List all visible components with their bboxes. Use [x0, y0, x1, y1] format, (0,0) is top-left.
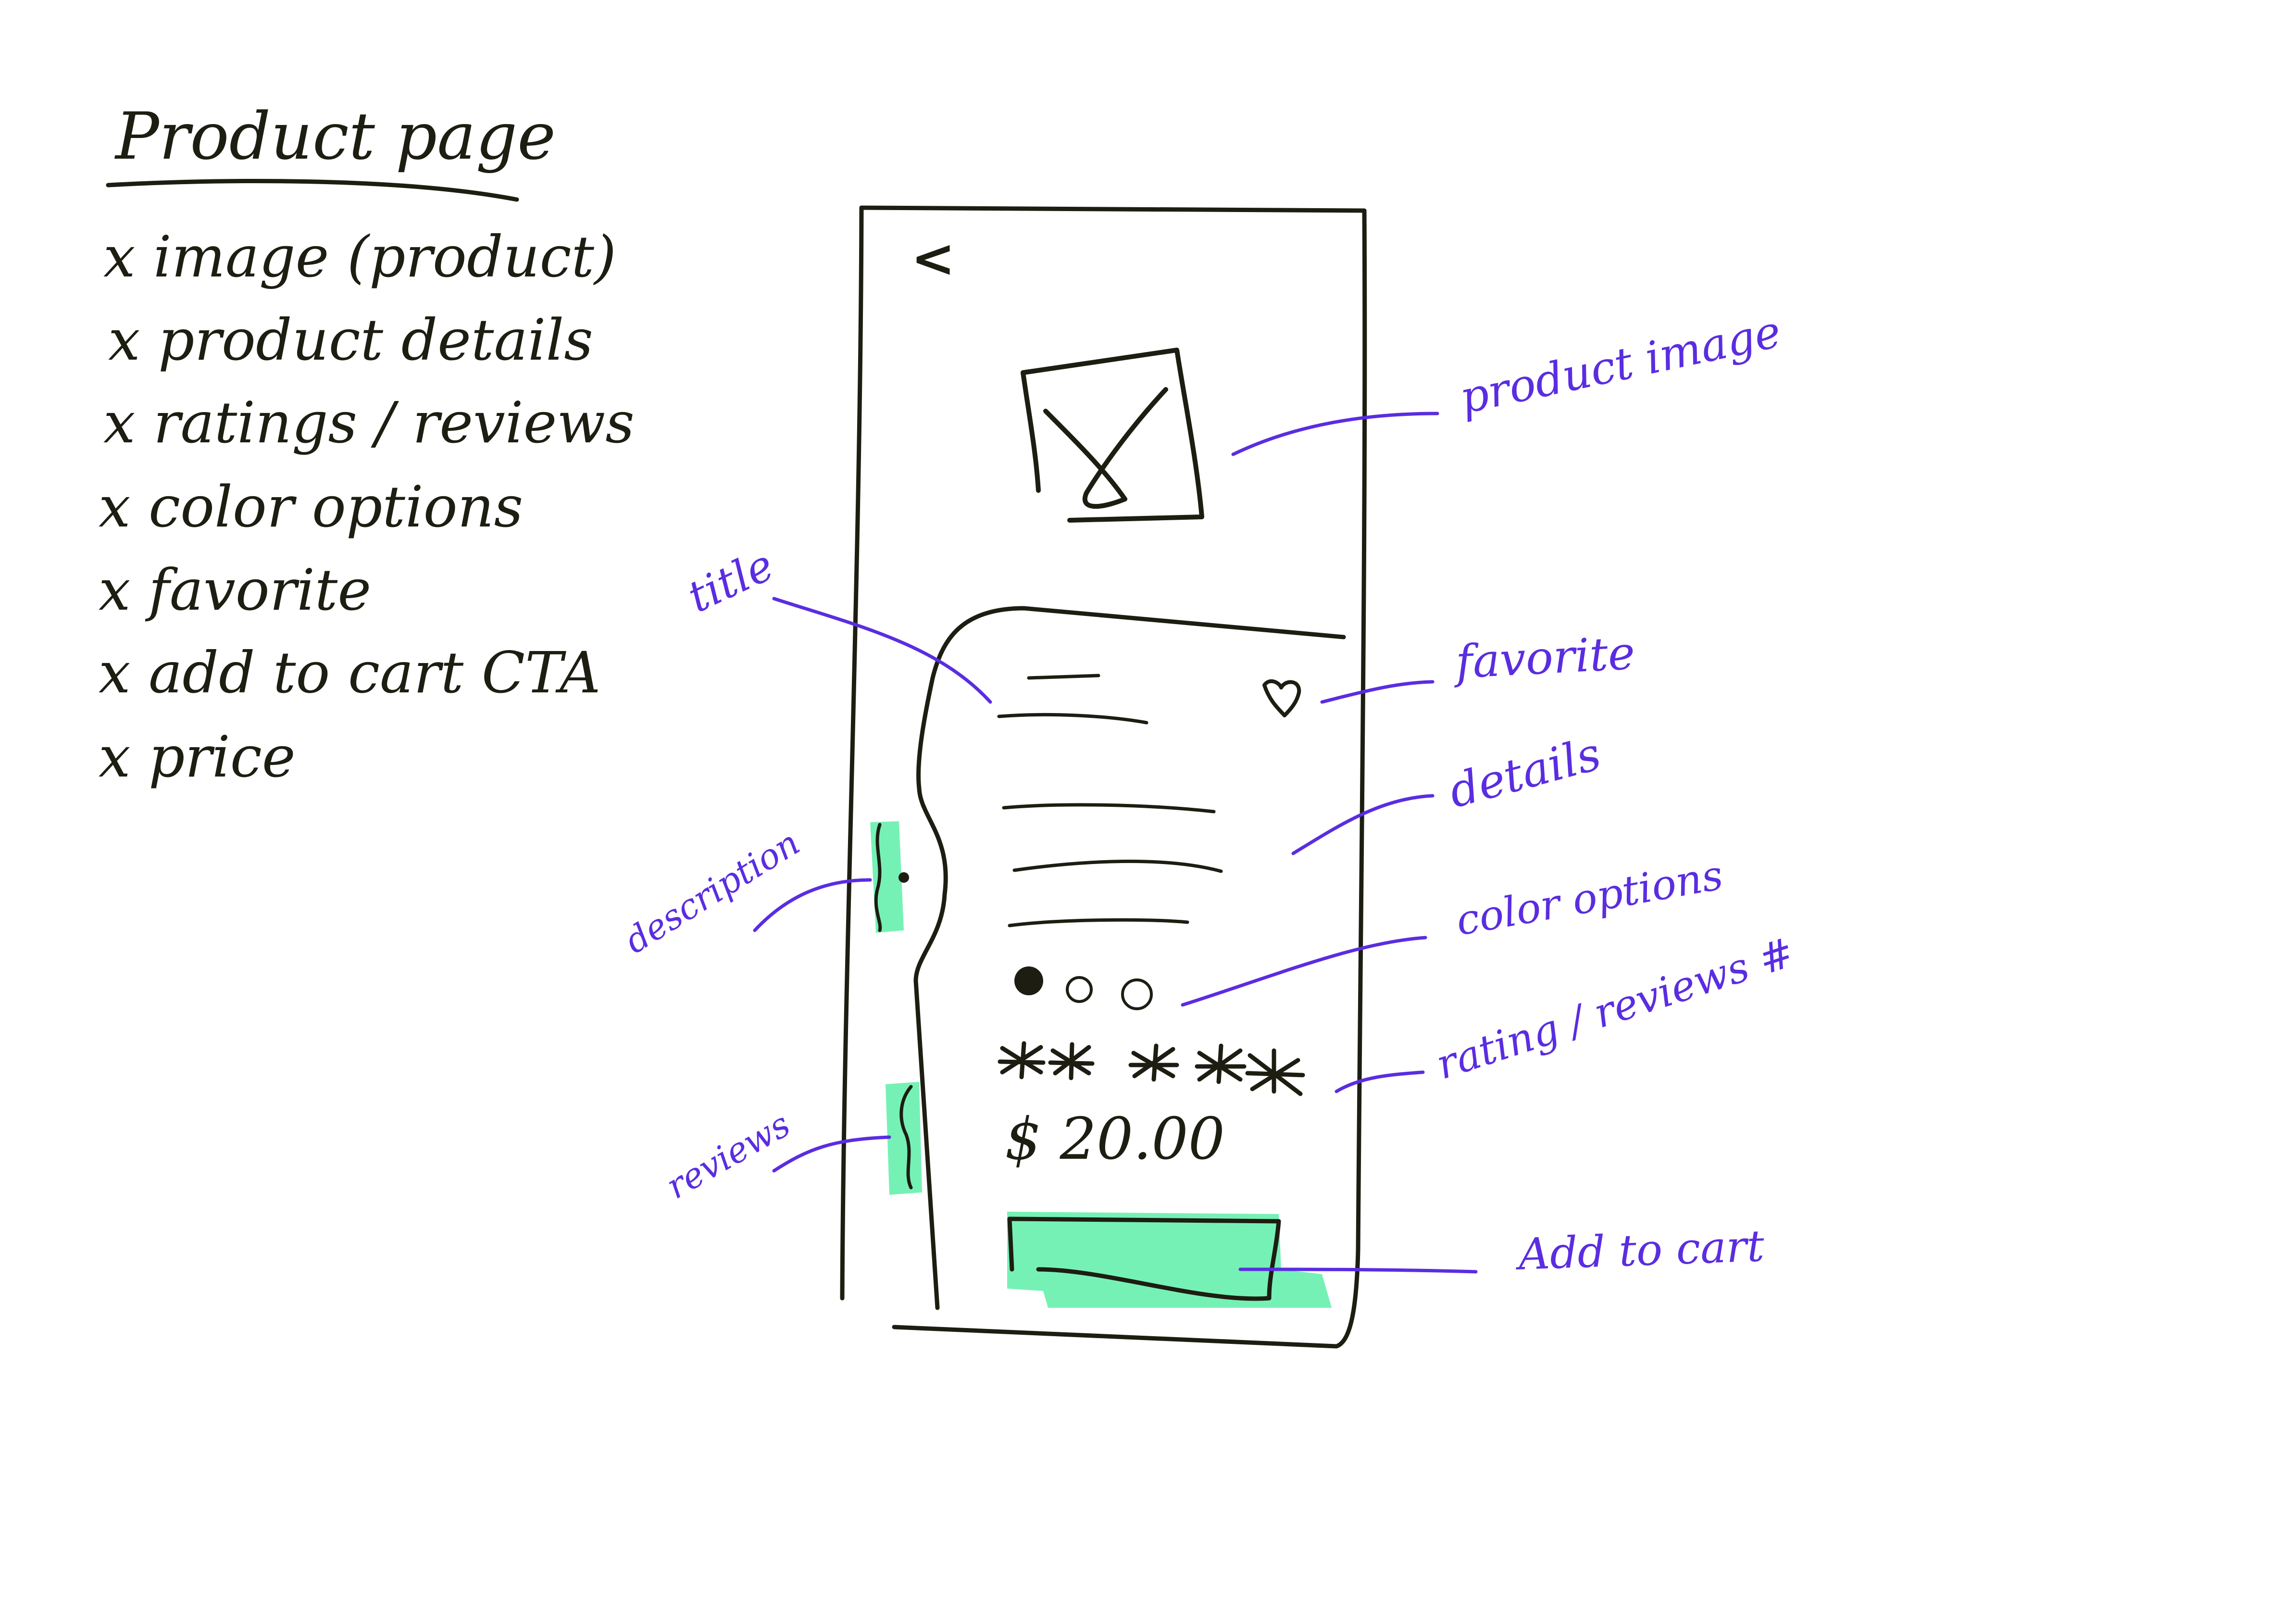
product-details-sheet	[913, 606, 1346, 1310]
annotation-leader	[772, 1135, 891, 1173]
rating-stars	[998, 1041, 1305, 1096]
annotation-rating-reviews: rating / reviews #	[1431, 928, 1800, 1089]
checklist-item: x color options	[99, 474, 523, 540]
rating-star	[1128, 1043, 1179, 1082]
product-details-text	[1002, 803, 1223, 927]
phone-left-edge	[840, 205, 864, 1301]
highlights	[870, 821, 1332, 1308]
checklist-title: Product page	[114, 99, 556, 174]
description-tab[interactable]	[874, 823, 909, 932]
checklist-item: x price	[99, 724, 296, 790]
annotation-reviews: reviews	[660, 1104, 797, 1207]
annotation-leader	[753, 878, 872, 932]
annotation-leader	[772, 597, 992, 704]
rating-star	[1048, 1042, 1095, 1080]
add-to-cart-highlight	[1007, 1212, 1332, 1308]
back-button[interactable]: <	[911, 227, 955, 289]
reviews-tab-highlight	[886, 1082, 922, 1195]
reviews-tab[interactable]	[899, 1085, 913, 1190]
checklist-item: x ratings / reviews	[103, 389, 635, 456]
annotation-leader	[1320, 680, 1435, 704]
annotation-favorite: favorite	[1451, 627, 1636, 689]
checklist-item: x image (product)	[103, 224, 616, 290]
annotation-leader	[1181, 936, 1427, 1007]
rating-star	[998, 1041, 1046, 1079]
annotation-leader	[1231, 412, 1439, 456]
product-image-placeholder	[1021, 348, 1204, 523]
favorite-heart-icon[interactable]	[1262, 679, 1301, 717]
checklist-item: x product details	[108, 307, 593, 373]
annotation-description: description	[617, 822, 806, 961]
color-option[interactable]	[1121, 978, 1153, 1010]
product-title	[997, 674, 1148, 725]
annotation-product-image: product image	[1455, 306, 1785, 424]
checklist-title-underline	[106, 179, 519, 202]
add-to-cart-button[interactable]	[1007, 1216, 1281, 1301]
annotation-leader	[1291, 794, 1435, 855]
annotation-add-to-cart: Add to cart	[1514, 1221, 1765, 1280]
rating-star	[1195, 1043, 1247, 1084]
color-option[interactable]	[1066, 976, 1093, 1003]
annotation-leader	[1335, 1070, 1425, 1093]
annotation-title: title	[680, 539, 781, 623]
annotation-leader	[1238, 1267, 1478, 1274]
annotation-color-options: color options	[1452, 852, 1726, 945]
requirements-checklist: Product page x image (product) x product…	[99, 99, 635, 790]
rating-star	[1245, 1048, 1305, 1096]
checklist-item: x add to cart CTA	[99, 639, 600, 706]
color-options	[1014, 966, 1153, 1010]
annotation-details: details	[1443, 727, 1606, 818]
product-price: $ 20.00	[1005, 1106, 1225, 1173]
checklist-item: x favorite	[99, 557, 371, 623]
color-option-selected[interactable]	[1014, 966, 1043, 995]
phone-outline	[859, 205, 1367, 1349]
